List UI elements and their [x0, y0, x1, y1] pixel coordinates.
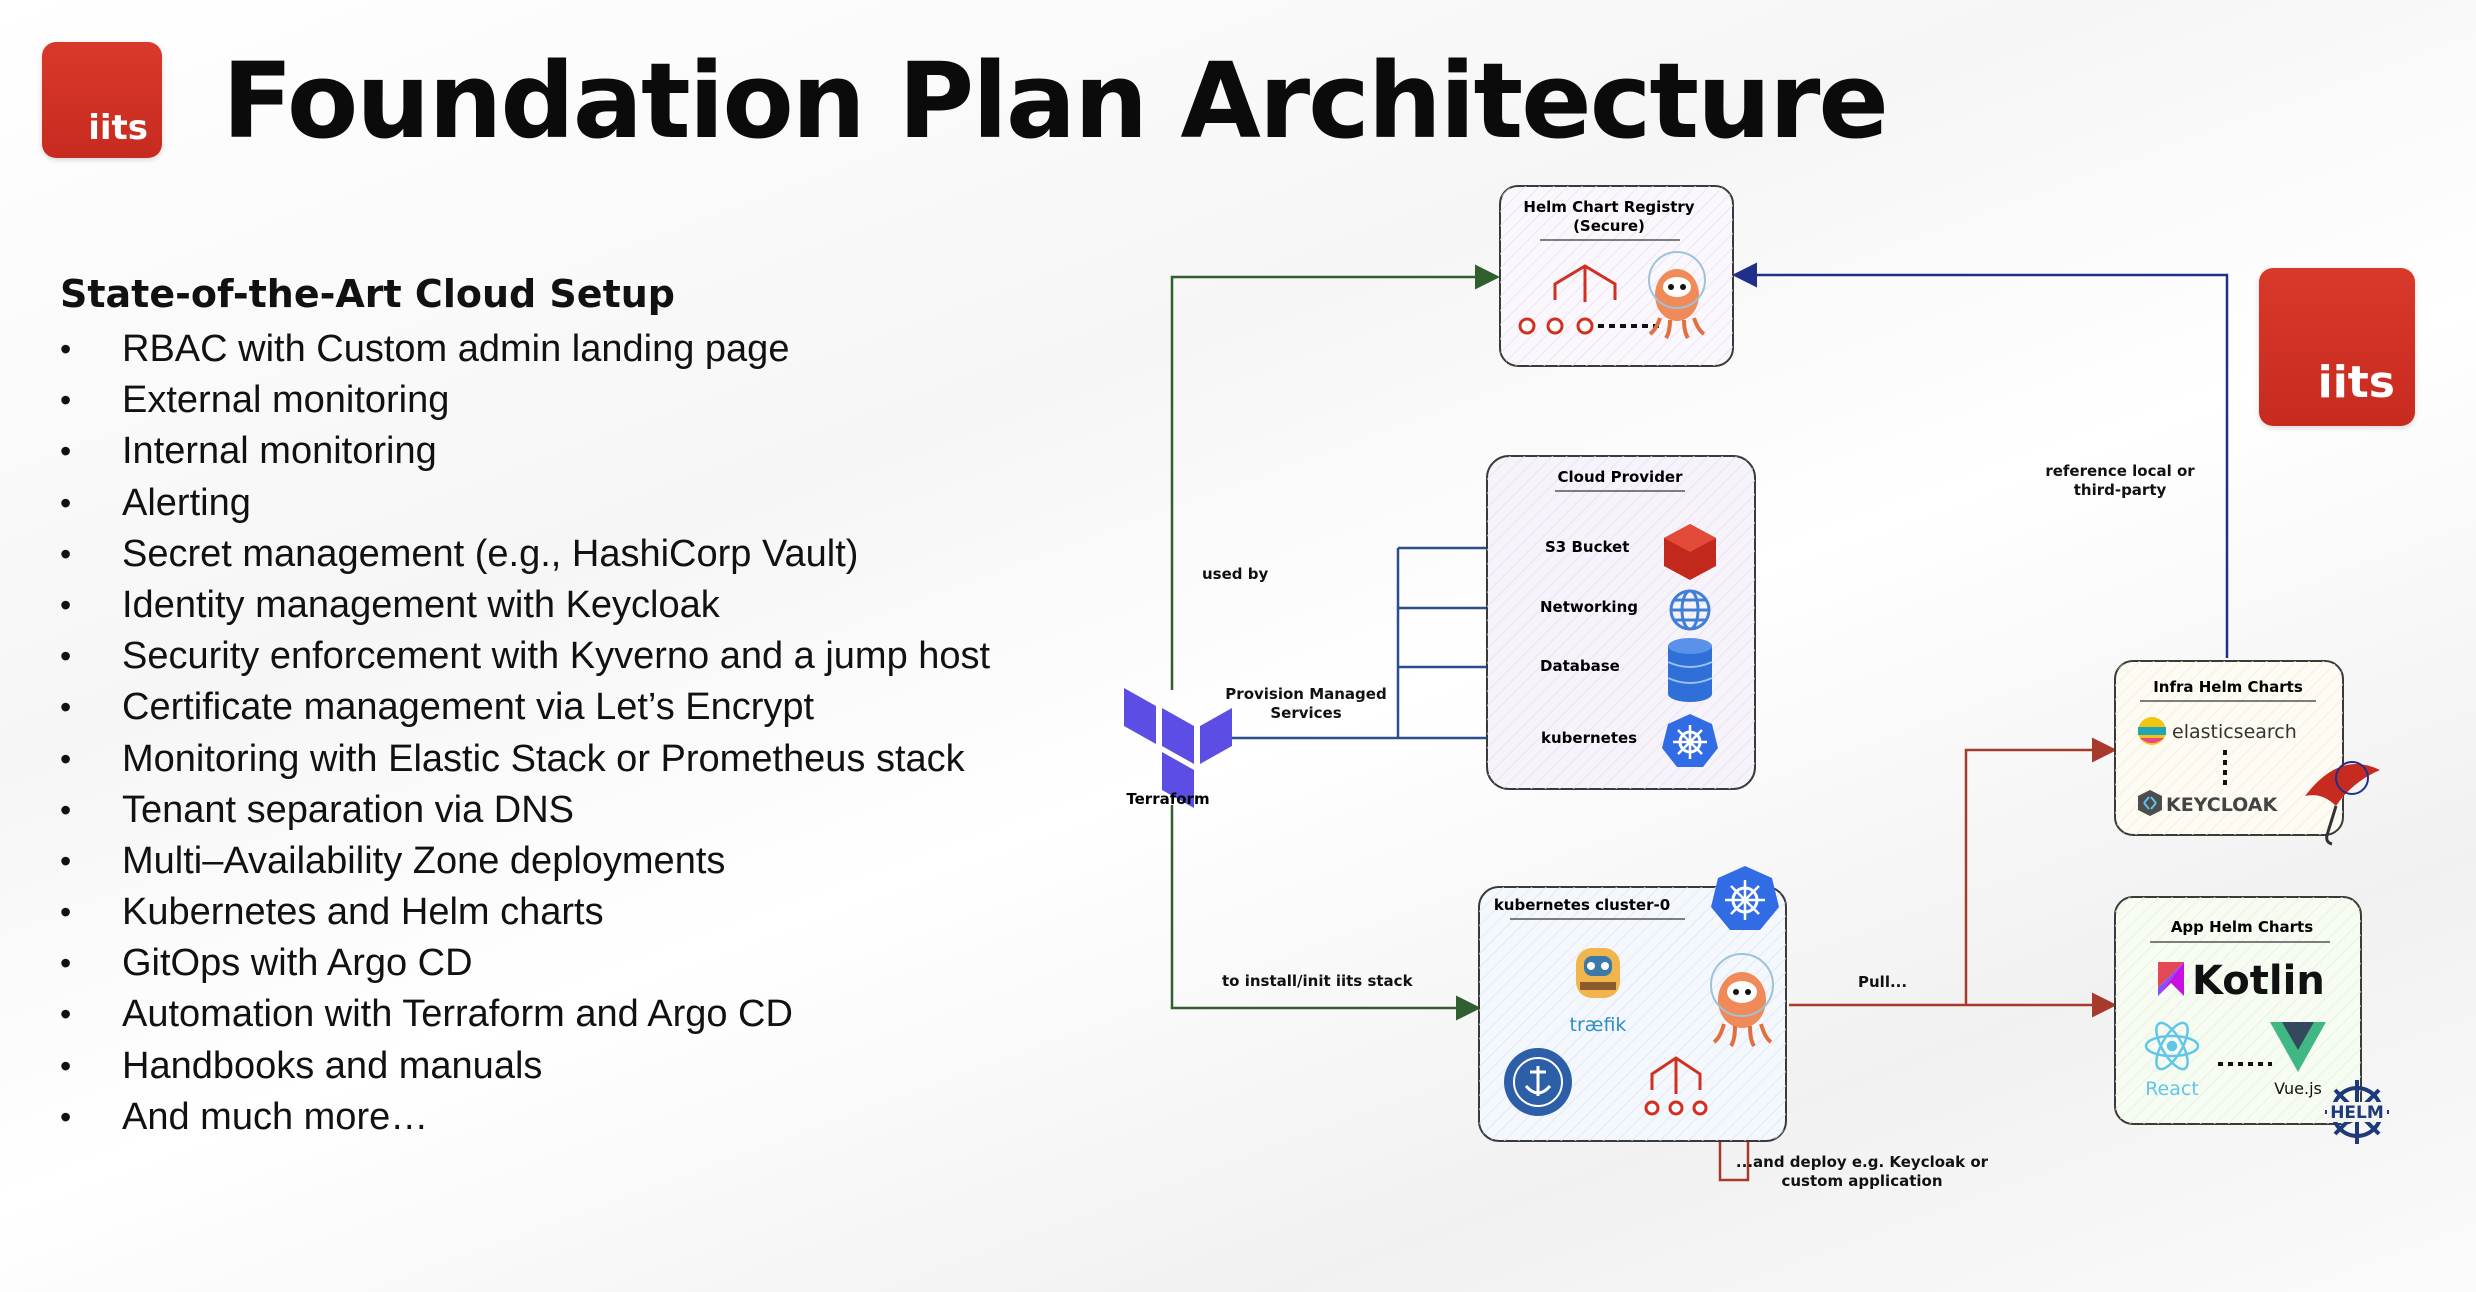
service-database: Database — [1540, 657, 1620, 675]
traefik-gopher-icon — [1576, 948, 1620, 998]
umbrella-icon — [2305, 761, 2380, 846]
feature-item: Multi–Availability Zone deployments — [60, 836, 1120, 887]
label-deploy-2: custom application — [1781, 1172, 1942, 1190]
app-charts-title: App Helm Charts — [2171, 918, 2313, 936]
service-kubernetes: kubernetes — [1541, 729, 1637, 747]
label-used-by: used by — [1202, 565, 1268, 583]
argo-octopus-icon-cluster — [1710, 953, 1774, 1048]
terraform-label: Terraform — [1126, 790, 1209, 808]
edge-terraform-to-cluster — [1170, 805, 1481, 1021]
service-networking: Networking — [1540, 598, 1638, 616]
registry-title-2: (Secure) — [1573, 217, 1645, 235]
kotlin-label: Kotlin — [2192, 958, 2325, 1004]
helm-registry-box: Helm Chart Registry (Secure) — [1499, 185, 1734, 367]
page-title: Foundation Plan Architecture — [222, 40, 1889, 162]
iits-logo-side: iits — [2259, 268, 2415, 426]
label-pull: Pull... — [1858, 973, 1907, 991]
database-icon — [1667, 638, 1713, 702]
cert-manager-icon — [1504, 1048, 1572, 1116]
iits-logo: iits — [42, 42, 162, 158]
infra-charts-box: Infra Helm Charts elasticsearch KEYCLOAK — [2114, 660, 2344, 836]
feature-item: Automation with Terraform and Argo CD — [60, 989, 1120, 1040]
label-install: to install/init iits stack — [1222, 972, 1414, 990]
helm-label: HELM — [2330, 1103, 2384, 1123]
feature-item: Tenant separation via DNS — [60, 785, 1120, 836]
globe-icon — [1669, 589, 1711, 631]
feature-heading: State-of-the-Art Cloud Setup — [60, 272, 675, 316]
terraform-icon — [1124, 688, 1232, 808]
feature-list: State-of-the-Art Cloud Setup RBAC with C… — [60, 270, 1120, 1143]
cloud-provider-box: Cloud Provider S3 Bucket Networking Data… — [1486, 455, 1756, 790]
feature-item: Monitoring with Elastic Stack or Prometh… — [60, 734, 1120, 785]
cluster-kubernetes-icon — [1711, 866, 1779, 930]
logo-side-text: iits — [2317, 357, 2395, 408]
feature-item: RBAC with Custom admin landing page — [60, 324, 1120, 375]
feature-item: Kubernetes and Helm charts — [60, 887, 1120, 938]
elasticsearch-label: elasticsearch — [2172, 721, 2297, 743]
label-provision-1: Provision Managed — [1225, 685, 1386, 703]
app-charts-box: App Helm Charts Kotlin React Vue.js — [2114, 896, 2362, 1125]
edge-pull-to-infra — [1964, 737, 2117, 1005]
keycloak-icon — [2138, 790, 2162, 816]
k8s-cluster-box: kubernetes cluster-0 træfik — [1478, 866, 1787, 1142]
vue-label: Vue.js — [2274, 1079, 2322, 1098]
logo-text: iits — [88, 108, 148, 148]
feature-item: Alerting — [60, 478, 1120, 529]
label-reference-1: reference local or — [2045, 462, 2195, 480]
cluster-title: kubernetes cluster-0 — [1494, 896, 1670, 914]
feature-item: Secret management (e.g., HashiCorp Vault… — [60, 529, 1120, 580]
label-reference-2: third-party — [2074, 481, 2167, 499]
s3-bucket-icon — [1664, 524, 1716, 580]
label-deploy-1: ...and deploy e.g. Keycloak or — [1736, 1153, 1989, 1171]
feature-item: Security enforcement with Kyverno and a … — [60, 631, 1120, 682]
helm-icon: HELM — [2325, 1080, 2389, 1144]
traefik-label: træfik — [1570, 1014, 1627, 1036]
edge-labels: used by Provision Managed Services to in… — [1202, 462, 2195, 1190]
feature-item: External monitoring — [60, 375, 1120, 426]
feature-item: GitOps with Argo CD — [60, 938, 1120, 989]
label-provision-2: Services — [1270, 704, 1341, 722]
argo-octopus-icon — [1648, 251, 1706, 340]
react-label: React — [2145, 1078, 2199, 1100]
feature-item: Internal monitoring — [60, 426, 1120, 477]
service-s3: S3 Bucket — [1545, 538, 1629, 556]
harbor-tree-icon — [1518, 264, 1617, 335]
keycloak-label: KEYCLOAK — [2166, 794, 2279, 816]
edge-infra-to-registry — [1732, 262, 2229, 658]
feature-items: RBAC with Custom admin landing page Exte… — [60, 324, 1120, 1143]
feature-item: Identity management with Keycloak — [60, 580, 1120, 631]
kotlin-icon — [2158, 962, 2184, 996]
react-icon — [2144, 1021, 2200, 1071]
terraform-node: Terraform — [1124, 688, 1232, 808]
edge-terraform-to-registry — [1170, 264, 1500, 690]
vue-icon — [2270, 1022, 2326, 1072]
cloud-provider-title: Cloud Provider — [1557, 468, 1683, 486]
elasticsearch-icon — [2138, 717, 2166, 745]
feature-item: And much more… — [60, 1092, 1120, 1143]
feature-item: Certificate management via Let’s Encrypt — [60, 682, 1120, 733]
registry-title-1: Helm Chart Registry — [1523, 198, 1694, 216]
harbor-tree-icon-cluster — [1644, 1056, 1708, 1116]
edges — [1170, 262, 2229, 1182]
kubernetes-icon — [1662, 714, 1718, 767]
infra-charts-title: Infra Helm Charts — [2153, 678, 2303, 696]
feature-item: Handbooks and manuals — [60, 1041, 1120, 1092]
